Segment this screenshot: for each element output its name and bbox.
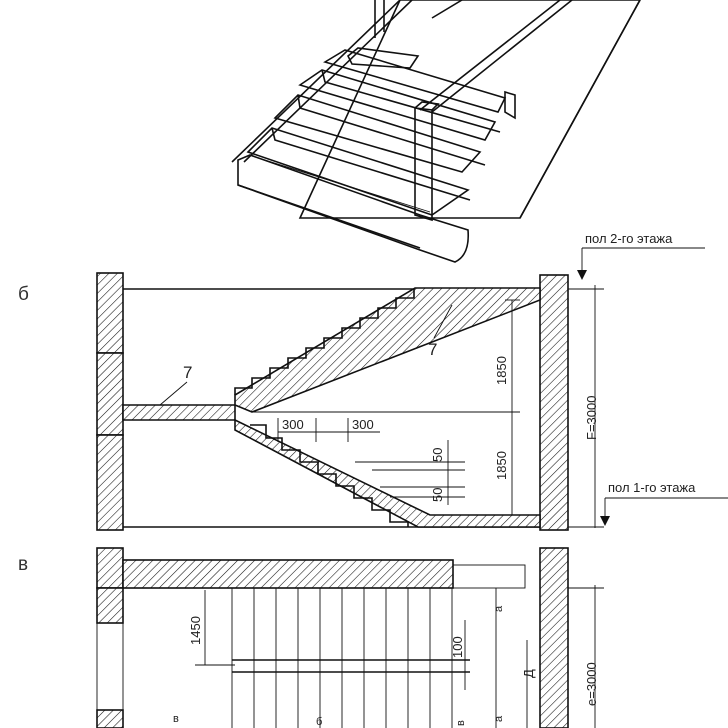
plan-dim-100: 100 (450, 636, 465, 658)
tread-dim-left: 300 (282, 417, 304, 432)
plan-letter-v-right: в (455, 720, 467, 726)
plan-dim-total-e: e=3000 (584, 662, 599, 706)
section-view: 7 7 300 300 50 50 1850 1850 F=3000 (96, 231, 728, 531)
dim-1850-lower: 1850 (494, 451, 509, 480)
plan-letter-a-top: а (493, 605, 505, 612)
plan-letter-b: б (316, 716, 322, 728)
plan-letter-d: Д (521, 669, 536, 678)
plan-view: 1450 100 а а Д в б в (96, 547, 604, 728)
plan-treads (231, 588, 453, 728)
section-mark-7-left: 7 (183, 363, 192, 382)
plan-letter-v-left: в (173, 713, 179, 725)
callout-floor-1: пол 1-го этажа (608, 480, 696, 495)
panel-label-v: в (18, 554, 28, 575)
tread-dim-right: 300 (352, 417, 374, 432)
dim-total-F: F=3000 (584, 396, 599, 440)
callout-floor-2: пол 2-го этажа (585, 231, 673, 246)
dim-1850-upper: 1850 (494, 356, 509, 385)
riser-dim-upper: 50 (430, 448, 445, 462)
panel-label-b: б (18, 284, 29, 305)
plan-dim-1450: 1450 (188, 616, 203, 645)
plan-letter-a-bottom: а (493, 715, 505, 722)
isometric-stair-sketch (231, 0, 641, 263)
section-mark-7-right: 7 (428, 340, 437, 359)
riser-dim-lower: 50 (430, 488, 445, 502)
